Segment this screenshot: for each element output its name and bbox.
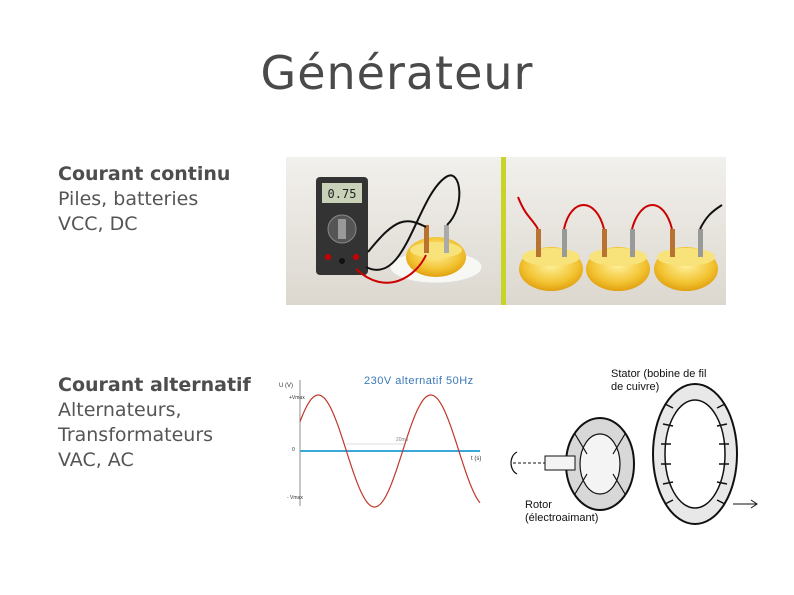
photo-divider bbox=[501, 157, 506, 305]
ac-heading: Courant alternatif bbox=[58, 374, 251, 396]
dc-line-2: VCC, DC bbox=[58, 213, 138, 235]
slide-title: Générateur bbox=[260, 46, 534, 100]
ac-line-1: Alternateurs, bbox=[58, 399, 182, 421]
ac-text-block: Courant alternatif Alternateurs, Transfo… bbox=[58, 373, 251, 473]
sine-tick-top: +Vmax bbox=[289, 395, 305, 401]
sine-period-label: 20ms bbox=[396, 437, 409, 443]
dc-line-1: Piles, batteries bbox=[58, 188, 199, 210]
sine-chart-title: 230V alternatif 50Hz bbox=[364, 375, 474, 387]
multimeter-image: 0.75 bbox=[316, 177, 368, 275]
alternator-diagram bbox=[510, 383, 758, 525]
sine-tick-bot: - Vmax bbox=[287, 495, 303, 501]
sine-wave-chart bbox=[299, 380, 481, 508]
stator-label: Stator (bobine de fil de cuivre) bbox=[611, 368, 707, 393]
sine-tick-mid: 0 bbox=[292, 447, 295, 453]
rotor-drawing bbox=[510, 417, 635, 511]
lemon-battery-photo: 0.75 bbox=[286, 157, 726, 305]
multimeter-display: 0.75 bbox=[328, 187, 357, 201]
rotor-label: Rotor (électroaimant) bbox=[525, 499, 599, 524]
sine-curve bbox=[299, 394, 481, 508]
sine-x-label: t (s) bbox=[471, 456, 482, 462]
sine-y-label: U (V) bbox=[279, 383, 293, 389]
dc-heading: Courant continu bbox=[58, 163, 231, 185]
three-lemons-image bbox=[517, 196, 723, 291]
stator-drawing bbox=[652, 383, 758, 525]
ac-line-2: Transformateurs bbox=[58, 424, 214, 446]
ac-line-3: VAC, AC bbox=[58, 449, 134, 471]
dc-text-block: Courant continu Piles, batteries VCC, DC bbox=[58, 162, 230, 237]
